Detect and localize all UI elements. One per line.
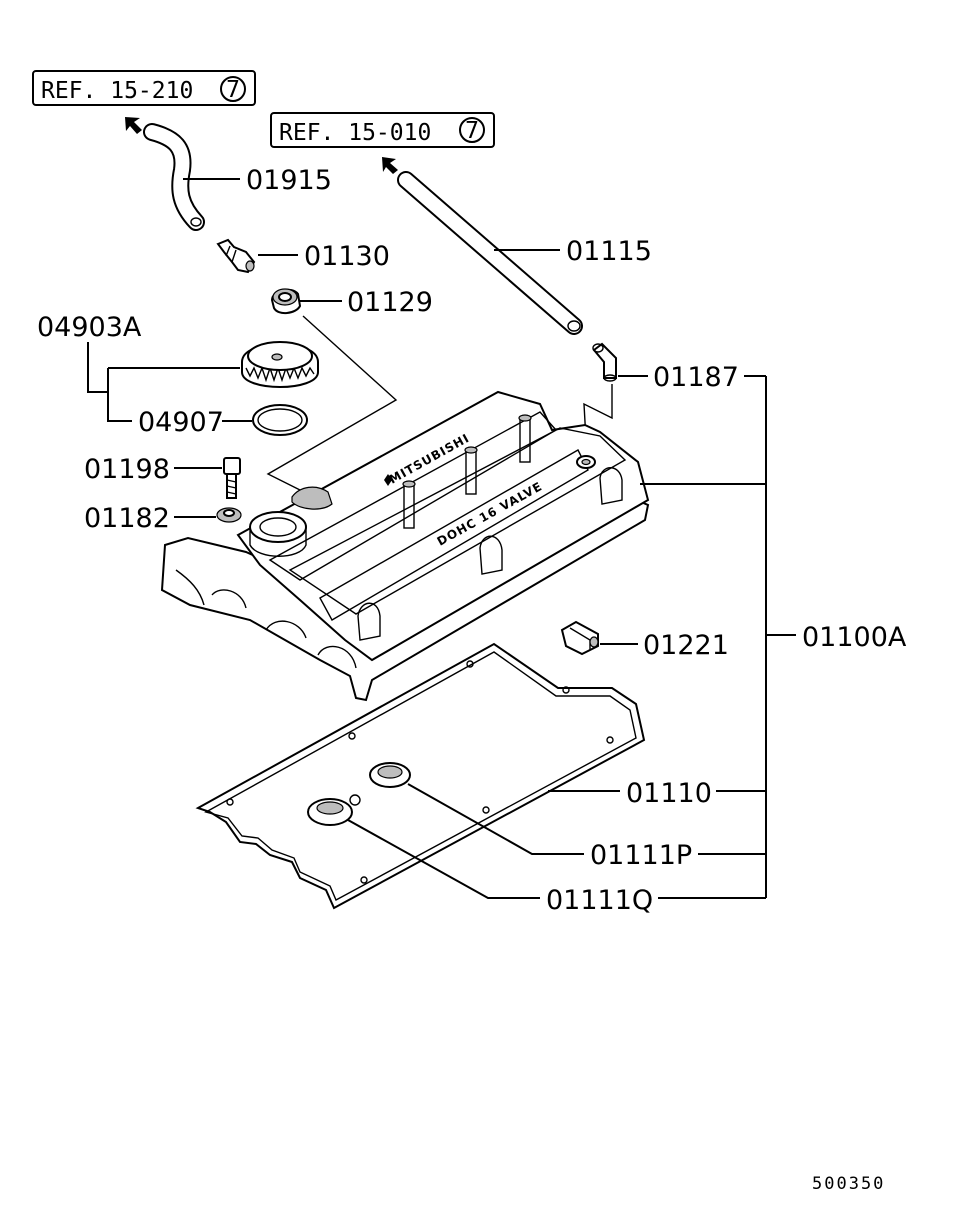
elbow-hose-01187[interactable] — [592, 342, 617, 382]
label-01115[interactable]: 01115 — [566, 236, 652, 267]
diagram-code: 500350 — [812, 1174, 885, 1194]
grommet-01129[interactable] — [270, 288, 302, 314]
oil-filler-cap[interactable] — [241, 341, 319, 388]
arrow-to-ref-15-210-icon — [125, 117, 142, 134]
spark-plug-well-2 — [464, 446, 478, 495]
label-01110[interactable]: 01110 — [626, 778, 712, 809]
label-01187[interactable]: 01187 — [653, 362, 739, 393]
pcv-valve-01130[interactable] — [216, 238, 256, 274]
label-01129[interactable]: 01129 — [347, 287, 433, 318]
ref-box-15-010-page: 7 — [465, 118, 479, 144]
spark-plug-well-1 — [402, 480, 416, 529]
tube-01115[interactable] — [397, 171, 583, 335]
leader-01111P — [407, 783, 584, 855]
label-01111P[interactable]: 01111P — [590, 840, 692, 871]
leader-01111Q — [347, 819, 540, 899]
assembly-bracket-01100A — [640, 375, 796, 899]
label-01221[interactable]: 01221 — [643, 630, 729, 661]
label-04903A[interactable]: 04903A — [37, 312, 142, 343]
label-01915[interactable]: 01915 — [246, 165, 332, 196]
rocker-cover[interactable]: MITSUBISHI DOHC 16 VALVE — [160, 390, 650, 702]
oil-filler-neck — [249, 511, 307, 557]
leader-04903A-bracket — [87, 342, 108, 393]
ref-box-15-010-text: REF. 15-010 — [279, 120, 431, 146]
spark-plug-well-3 — [518, 414, 532, 463]
clip-01221[interactable] — [560, 620, 599, 656]
plug-tube-seal-01111Q[interactable] — [307, 794, 361, 826]
label-01182[interactable]: 01182 — [84, 503, 170, 534]
ref-box-15-210-text: REF. 15-210 — [41, 78, 193, 104]
brand-logo-icon — [384, 474, 392, 486]
rocker-cover-gasket-01110[interactable] — [195, 642, 646, 910]
ref-box-15-210-page: 7 — [226, 77, 240, 103]
leader-01129-to-cover — [266, 315, 398, 491]
leader-04903A-gasket — [107, 368, 132, 422]
label-01100A[interactable]: 01100A — [802, 622, 907, 653]
ref-box-15-010[interactable]: REF. 15-010 7 — [270, 112, 495, 148]
label-01130[interactable]: 01130 — [304, 241, 390, 272]
filler-cap-gasket-04907[interactable] — [252, 404, 308, 436]
label-04907[interactable]: 04907 — [138, 407, 224, 438]
hose-01915[interactable] — [143, 123, 205, 231]
label-01198[interactable]: 01198 — [84, 454, 170, 485]
arrow-to-ref-15-010-icon — [382, 157, 398, 174]
seal-washer-01182[interactable] — [216, 507, 242, 523]
bolt-01198[interactable] — [223, 457, 241, 499]
plug-tube-seal-01111P[interactable] — [369, 762, 411, 788]
ref-box-15-210[interactable]: REF. 15-210 7 — [32, 70, 256, 106]
label-01111Q[interactable]: 01111Q — [546, 885, 653, 916]
leader-01187-to-cover — [583, 384, 613, 441]
